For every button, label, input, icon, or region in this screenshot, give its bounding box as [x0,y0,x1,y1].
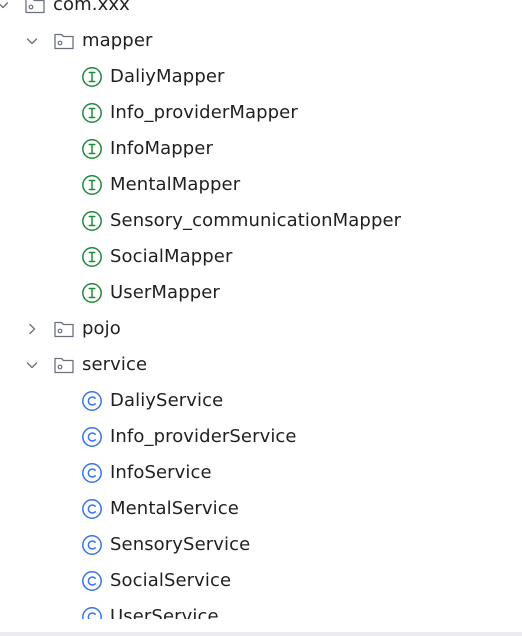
tree-node-label: UserService [110,606,219,619]
package-folder-icon [54,357,74,374]
panel-bottom-border [0,632,522,636]
tree-node-sensoryservice[interactable]: SensoryService [0,527,522,563]
tree-node-infoservice[interactable]: InfoService [0,455,522,491]
tree-node-label: mapper [82,30,153,51]
chevron-down-icon[interactable] [24,33,40,49]
tree-node-usermapper[interactable]: UserMapper [0,275,522,311]
tree-node-label: UserMapper [110,282,220,303]
tree-node-label: service [82,354,148,375]
tree-node-mapper[interactable]: mapper [0,23,522,59]
package-folder-icon [25,0,45,14]
tree-node-daliymapper[interactable]: DaliyMapper [0,59,522,95]
tree-node-label: Info_providerMapper [110,102,298,123]
tree-node-sensory-communicationmapper[interactable]: Sensory_communicationMapper [0,203,522,239]
class-icon [82,607,102,619]
package-folder-icon [54,33,74,50]
tree-node-infomapper[interactable]: InfoMapper [0,131,522,167]
tree-node-socialmapper[interactable]: SocialMapper [0,239,522,275]
chevron-down-icon[interactable] [0,0,11,13]
tree-node-label: InfoService [110,462,212,483]
class-icon [82,499,102,519]
tree-node-label: DaliyService [110,390,224,411]
class-icon [82,571,102,591]
tree-node-service[interactable]: service [0,347,522,383]
tree-node-daliyservice[interactable]: DaliyService [0,383,522,419]
tree-node-userservice[interactable]: UserService [0,599,522,619]
class-icon [82,427,102,447]
chevron-right-icon[interactable] [24,321,40,337]
interface-icon [82,175,102,195]
tree-node-mentalservice[interactable]: MentalService [0,491,522,527]
tree-node-socialservice[interactable]: SocialService [0,563,522,599]
project-tree: com.xxx mapper DaliyMapper Info_provider… [0,0,522,619]
tree-node-com-xxx[interactable]: com.xxx [0,0,522,23]
package-folder-icon [54,321,74,338]
tree-node-label: pojo [82,318,121,339]
tree-node-label: SocialMapper [110,246,233,267]
tree-node-info-providermapper[interactable]: Info_providerMapper [0,95,522,131]
tree-node-label: Info_providerService [110,426,297,447]
tree-node-label: DaliyMapper [110,66,225,87]
interface-icon [82,283,102,303]
class-icon [82,463,102,483]
tree-node-info-providerservice[interactable]: Info_providerService [0,419,522,455]
interface-icon [82,247,102,267]
tree-node-label: MentalMapper [110,174,241,195]
tree-node-label: com.xxx [53,0,130,15]
tree-node-label: Sensory_communicationMapper [110,210,402,231]
tree-node-pojo[interactable]: pojo [0,311,522,347]
tree-node-label: SocialService [110,570,232,591]
interface-icon [82,67,102,87]
tree-node-label: SensoryService [110,534,251,555]
tree-node-label: InfoMapper [110,138,213,159]
tree-node-label: MentalService [110,498,239,519]
class-icon [82,535,102,555]
interface-icon [82,103,102,123]
interface-icon [82,139,102,159]
chevron-down-icon[interactable] [24,357,40,373]
class-icon [82,391,102,411]
interface-icon [82,211,102,231]
tree-node-mentalmapper[interactable]: MentalMapper [0,167,522,203]
